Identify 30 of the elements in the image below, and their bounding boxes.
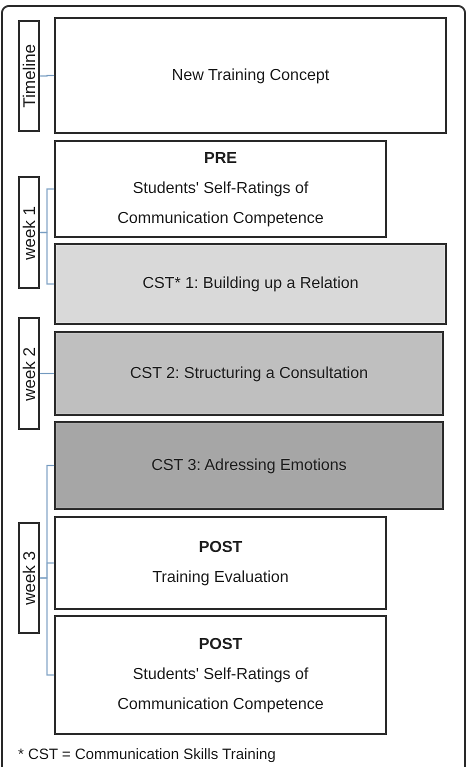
phase-heading: POST [198,635,244,655]
week-label: week 3 [20,551,38,605]
process-box [54,615,387,735]
process-box [54,140,387,238]
training-box [54,331,444,416]
box-text: Training Evaluation [151,568,290,588]
process-box [54,17,447,134]
week-label: week 1 [20,206,38,260]
box-text: New Training Concept [170,66,330,86]
box-text: Students' Self-Ratings of Communication Competence [116,665,325,715]
week-label: Timeline [20,44,38,108]
week-label-box [18,317,40,430]
week-label-box [18,522,40,634]
process-box [54,516,387,610]
bracket-line [40,74,54,77]
footnote: * CST = Communication Skills Training [18,745,276,765]
training-box [54,243,447,325]
box-text: CST* 1: Building up a Relation [141,274,360,294]
phase-heading: POST [198,538,244,558]
bracket-line [40,372,54,374]
week-label-box [18,176,40,289]
box-text: CST 3: Adressing Emotions [150,456,348,476]
bracket-line [40,232,54,285]
training-box [54,421,444,510]
box-text: CST 2: Structuring a Consultation [128,364,370,384]
week-label: week 2 [20,346,38,400]
box-text: Students' Self-Ratings of Communication Competence [116,179,325,229]
bracket-line [40,577,54,676]
phase-heading: PRE [203,149,238,169]
timeline-label-box [18,20,40,132]
